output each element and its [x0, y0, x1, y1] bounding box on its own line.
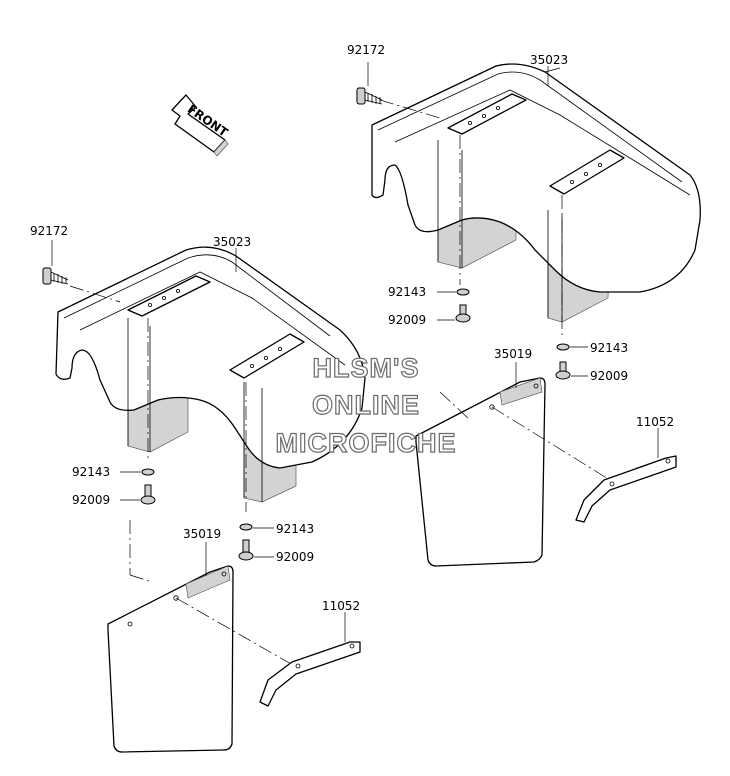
label-left-bracket: 11052: [322, 599, 360, 613]
label-left-washer-b: 92143: [276, 522, 314, 536]
left-fender: [55, 246, 366, 512]
label-right-screw-b: 92009: [590, 369, 628, 383]
left-mud-flap: [107, 565, 234, 753]
left-bracket: [259, 641, 361, 707]
left-screw-a: [140, 484, 156, 505]
left-screw-b: [238, 539, 254, 561]
label-right-bracket: 11052: [636, 415, 674, 429]
label-left-bolt: 92172: [30, 224, 68, 238]
label-right-screw-a: 92009: [388, 313, 426, 327]
right-mud-flap: [415, 377, 546, 567]
right-washer-b: [556, 343, 570, 351]
label-right-washer-a: 92143: [388, 285, 426, 299]
watermark-line-2: ONLINE: [312, 390, 420, 420]
left-washer-b: [239, 523, 253, 531]
left-washer-a: [141, 468, 155, 476]
watermark-line-1: HLSM'S: [313, 353, 420, 383]
label-left-screw-b: 92009: [276, 550, 314, 564]
watermark-line-3: MICROFICHE: [276, 428, 457, 458]
label-left-screw-a: 92009: [72, 493, 110, 507]
label-right-fender: 35023: [530, 53, 568, 67]
right-fender: [371, 63, 701, 338]
watermark: HLSM'S ONLINE MICROFICHE: [275, 352, 457, 458]
right-bolt: [356, 87, 383, 105]
label-left-fender: 35023: [213, 235, 251, 249]
front-arrow-icon: FRONT: [171, 94, 231, 157]
left-bolt: [42, 267, 69, 285]
label-right-bolt: 92172: [347, 43, 385, 57]
right-bracket: [575, 455, 677, 523]
right-screw-a: [455, 304, 471, 323]
right-washer-a: [456, 288, 470, 296]
right-screw-b: [555, 361, 571, 380]
label-right-flap: 35019: [494, 347, 532, 361]
label-right-washer-b: 92143: [590, 341, 628, 355]
label-left-washer-a: 92143: [72, 465, 110, 479]
label-left-flap: 35019: [183, 527, 221, 541]
